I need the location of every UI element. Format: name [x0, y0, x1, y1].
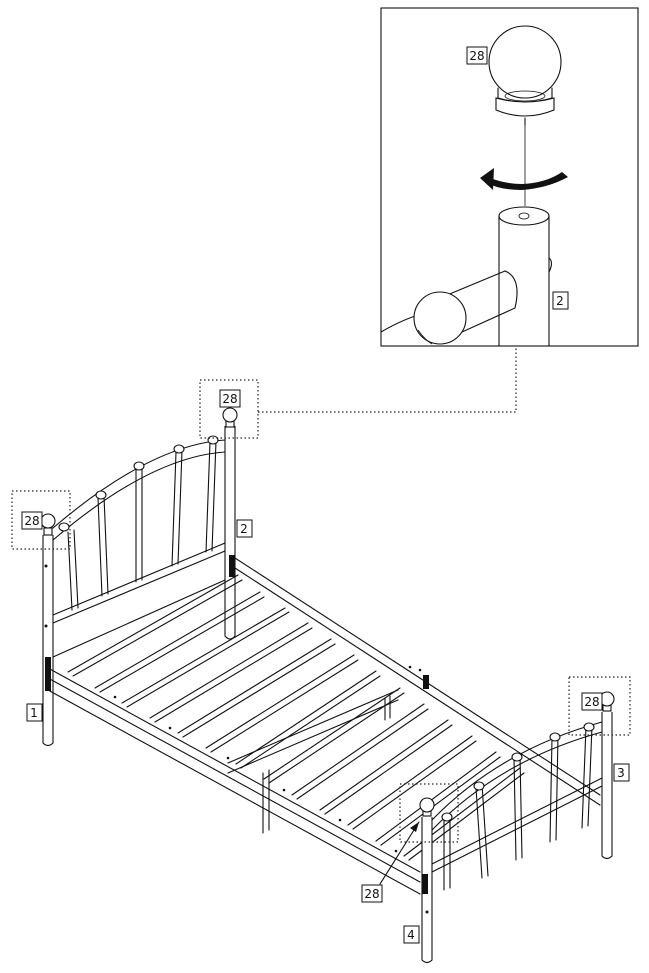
- label-post-4: 4: [403, 925, 420, 944]
- highlight-box-footboard-right: [568, 676, 631, 736]
- knob-footboard-left: [419, 797, 435, 817]
- svg-text:1: 1: [30, 706, 38, 720]
- svg-text:28: 28: [24, 514, 39, 528]
- svg-text:2: 2: [240, 522, 248, 536]
- detail-post: [498, 206, 553, 347]
- highlight-box-headboard-left: [11, 490, 71, 550]
- label-knob-footboard-right: 28: [581, 692, 603, 711]
- leader-arrow: [379, 821, 420, 885]
- label-knob-headboard-right: 28: [219, 389, 241, 408]
- detail-post-label: 2: [552, 291, 569, 310]
- knob-headboard-left: [40, 513, 56, 536]
- highlight-box-footboard-left: [399, 783, 459, 843]
- post-1: [42, 535, 54, 747]
- detail-tube: [380, 270, 518, 345]
- headboard: [40, 407, 238, 747]
- post-3: [601, 712, 613, 860]
- svg-text:28: 28: [222, 392, 237, 406]
- footboard: [419, 691, 615, 964]
- label-post-3: 3: [613, 763, 630, 782]
- knob-headboard-right: [222, 407, 238, 428]
- detail-leader-line: [258, 346, 517, 413]
- label-post-1: 1: [26, 703, 43, 722]
- post-4: [421, 817, 433, 964]
- detail-knob-label: 28: [466, 46, 488, 65]
- svg-text:2: 2: [556, 294, 564, 308]
- svg-text:3: 3: [617, 766, 625, 780]
- svg-text:28: 28: [469, 49, 484, 63]
- label-post-2: 2: [236, 519, 253, 538]
- label-knob-headboard-left: 28: [21, 511, 43, 530]
- svg-text:28: 28: [584, 695, 599, 709]
- detail-knob: [488, 25, 562, 206]
- svg-text:4: 4: [407, 928, 415, 942]
- detail-inset: 28 2: [380, 7, 639, 347]
- highlight-box-headboard-right: [199, 379, 259, 439]
- bed-frame: [47, 557, 601, 895]
- label-knob-footboard-left: 28: [361, 884, 383, 903]
- svg-text:28: 28: [364, 887, 379, 901]
- curved-arrow-icon: [480, 168, 568, 190]
